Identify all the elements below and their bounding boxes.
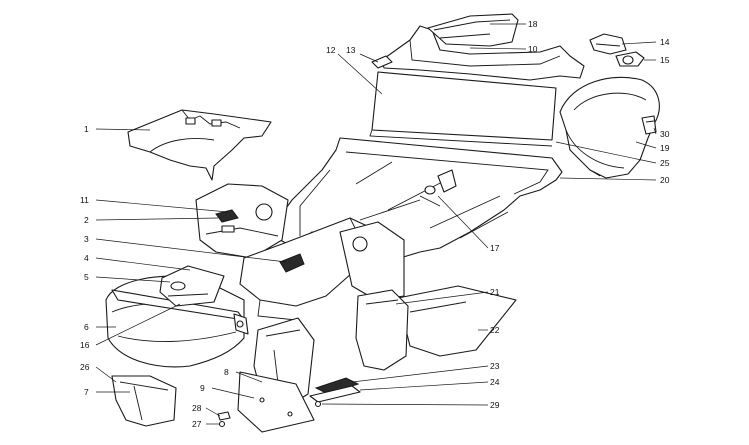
callout-30: 30 [660,129,670,139]
callout-19: 19 [660,143,670,153]
callout-17: 17 [490,243,500,253]
callout-23: 23 [490,361,500,371]
part-9-floor-plate [237,371,315,433]
part-14-fitting [589,33,627,55]
callout-2: 2 [84,215,89,225]
part-29-screw [314,400,322,408]
callout-6: 6 [84,322,89,332]
callout-25: 25 [660,158,670,168]
part-19-wheel-arch [559,76,660,179]
part-18-air-duct [427,13,519,47]
callout-13: 13 [346,45,356,55]
part-1-trim-panel [127,109,272,181]
part-22-floor-mat [397,285,517,357]
part-12-bulkhead-panel [369,71,557,147]
callout-9: 9 [200,383,205,393]
callout-3: 3 [84,234,89,244]
callout-11: 11 [80,195,89,205]
callout-22: 22 [490,325,500,335]
part-5-cover-plate [159,265,225,307]
part-15-fitting [615,51,645,67]
callout-24: 24 [490,377,500,387]
part-26-7-mud-flap [111,375,177,427]
callout-26: 26 [80,362,90,372]
callout-1: 1 [84,124,89,134]
callout-15: 15 [660,55,670,65]
leader-lines [95,23,657,425]
callout-4: 4 [84,253,89,263]
callout-14: 14 [660,37,670,47]
part-30-small-bracket [641,115,657,135]
callout-5: 5 [84,272,89,282]
part-13-bracket [371,55,393,69]
part-21-tunnel-side [339,221,405,301]
callout-10: 10 [528,44,538,54]
part-2-latch [215,209,239,233]
part-28-27-fasteners [217,411,231,428]
callout-21: 21 [490,287,500,297]
callout-20: 20 [660,175,670,185]
part-23-24-pads [309,377,361,403]
part-11-seat-back-trim [195,183,289,259]
callout-27: 27 [192,419,202,429]
callout-16: 16 [80,340,90,350]
part-21-duct-panel [355,289,409,371]
callout-29: 29 [490,400,500,410]
callout-12: 12 [326,45,336,55]
callout-18: 18 [528,19,538,29]
callout-labels: 1 2 3 4 5 6 7 8 9 10 11 12 13 14 15 16 1… [80,19,670,429]
callout-28: 28 [192,403,202,413]
part-17-bracket [419,169,457,207]
callout-8: 8 [224,367,229,377]
callout-7: 7 [84,387,89,397]
